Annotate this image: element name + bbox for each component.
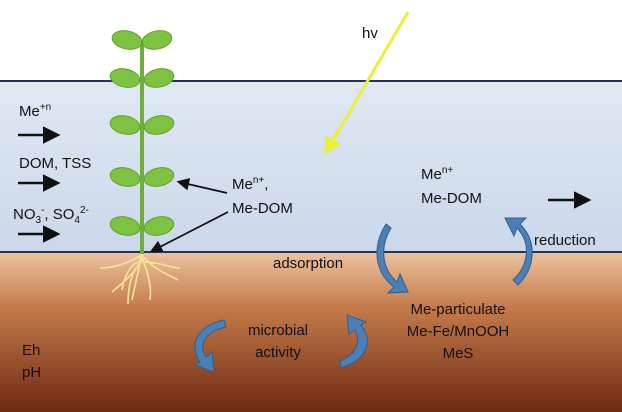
dissolved-metal-dom-label: Me-DOM: [421, 190, 482, 207]
plant-leaves: [109, 30, 175, 236]
uptake-arrow-leaf: [176, 178, 228, 194]
microbial-label-1: microbial: [247, 322, 308, 339]
adsorption-label: adsorption: [273, 255, 344, 272]
eh-label: Eh: [22, 342, 41, 359]
plant-roots: [99, 251, 181, 305]
light-ray-arrow: [324, 11, 410, 156]
water-column: [0, 81, 622, 252]
leaf: [143, 167, 175, 187]
particulate-label-3: MeS: [442, 345, 474, 362]
plant-uptake-label-line2: Me-DOM: [232, 200, 293, 217]
dom-tss-label: DOM, TSS: [19, 155, 92, 172]
dissolved-metal-label: Men+: [421, 165, 454, 184]
metal-inflow-label: Me+n: [19, 102, 52, 121]
light-label: hv: [362, 25, 378, 42]
particulate-label-2: Me-Fe/MnOOH: [406, 323, 510, 340]
leaf: [109, 167, 141, 187]
leaf: [141, 30, 173, 50]
leaf: [111, 30, 143, 50]
adsorption-cycle-arrow: [376, 223, 409, 294]
leaf: [109, 115, 141, 135]
particulate-label-1: Me-particulate: [410, 301, 506, 318]
leaf: [143, 115, 175, 135]
reduction-cycle-arrow: [504, 217, 533, 286]
microbial-cycle-arrow-right: [339, 314, 368, 369]
ph-label: pH: [22, 364, 42, 381]
leaf: [109, 216, 141, 236]
reduction-label: reduction: [534, 232, 596, 249]
nutrients-label: NO3-, SO42-: [13, 205, 89, 226]
leaf: [143, 68, 175, 88]
leaf: [109, 68, 141, 88]
leaf: [143, 216, 175, 236]
microbial-cycle-arrow-left: [193, 319, 227, 373]
microbial-label-2: activity: [255, 344, 301, 361]
plant-uptake-label: Men+,: [232, 175, 269, 194]
uptake-arrow-root: [149, 211, 229, 253]
